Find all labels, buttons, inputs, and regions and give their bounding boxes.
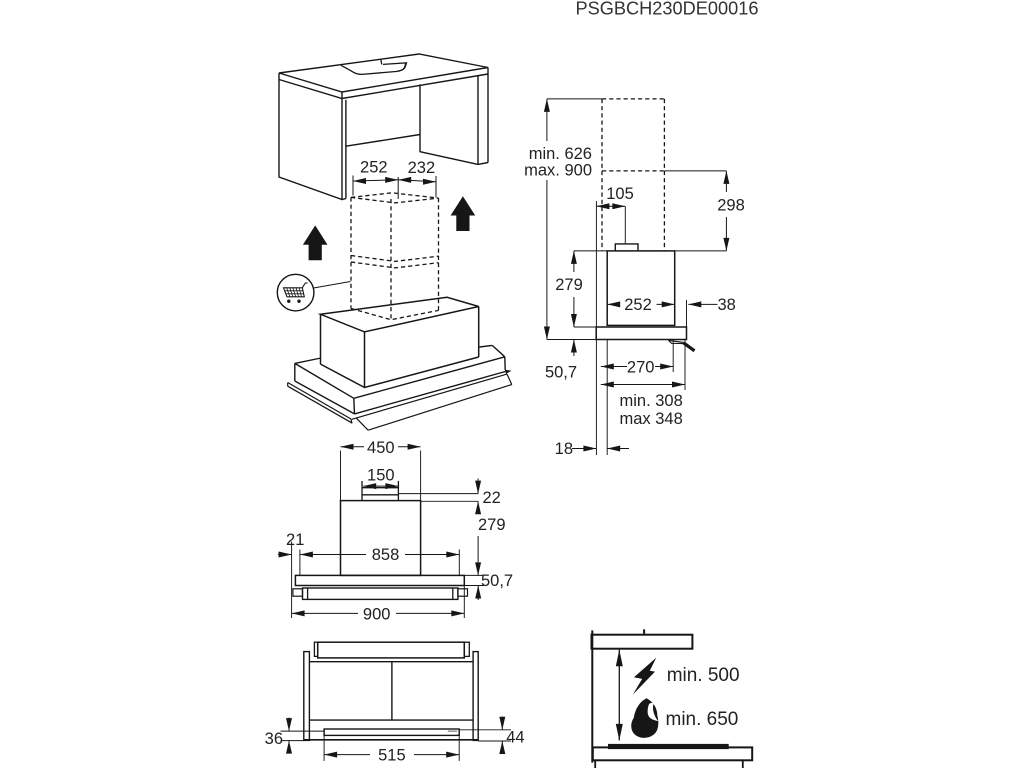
svg-text:min. 500: min. 500 [667, 665, 740, 686]
svg-text:252: 252 [624, 296, 652, 314]
svg-text:38: 38 [718, 296, 736, 314]
svg-text:max. 900: max. 900 [524, 162, 592, 180]
svg-text:min. 650: min. 650 [666, 709, 739, 730]
svg-text:900: 900 [363, 605, 391, 623]
svg-text:22: 22 [483, 489, 501, 507]
svg-text:50,7: 50,7 [545, 363, 577, 381]
svg-text:515: 515 [378, 746, 406, 764]
svg-text:150: 150 [367, 466, 395, 484]
svg-text:PSGBCH230DE00016: PSGBCH230DE00016 [576, 0, 759, 19]
svg-text:279: 279 [478, 516, 506, 534]
svg-text:270: 270 [627, 358, 655, 376]
svg-text:450: 450 [367, 439, 395, 457]
svg-text:50,7: 50,7 [481, 572, 513, 590]
svg-text:232: 232 [408, 159, 436, 177]
svg-text:min. 308: min. 308 [620, 392, 683, 410]
svg-text:44: 44 [506, 729, 524, 747]
svg-text:298: 298 [717, 196, 745, 214]
svg-text:105: 105 [606, 185, 634, 203]
svg-text:min. 626: min. 626 [529, 145, 592, 163]
svg-text:max 348: max 348 [620, 410, 683, 428]
svg-text:279: 279 [555, 276, 583, 294]
svg-text:858: 858 [372, 546, 400, 564]
svg-text:18: 18 [555, 440, 573, 458]
svg-text:21: 21 [286, 531, 304, 549]
svg-text:252: 252 [360, 159, 388, 177]
svg-text:36: 36 [265, 730, 283, 748]
